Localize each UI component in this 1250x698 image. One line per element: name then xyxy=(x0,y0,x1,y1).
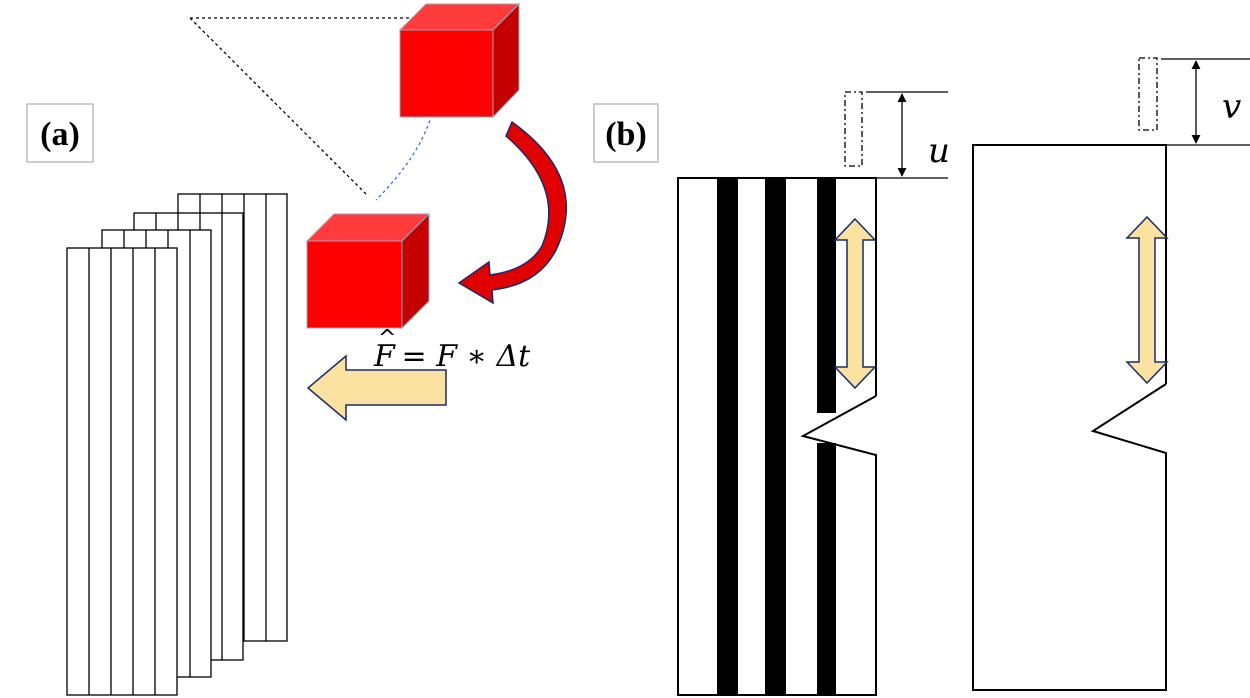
cube-large-front xyxy=(399,29,494,118)
panel-b-label-box xyxy=(593,103,659,163)
formula-hat: ^ xyxy=(378,326,396,351)
panel-b: (b) u v xyxy=(593,57,1250,696)
layer-sheet-1 xyxy=(66,247,178,696)
displacement-v-indicator: v xyxy=(1138,57,1250,146)
double-arrow-vertical-icon xyxy=(1125,215,1169,385)
formula-lhs: F xyxy=(373,339,396,374)
cube-icon xyxy=(398,2,521,119)
cube-icon xyxy=(305,212,431,330)
double-arrow-vertical-icon xyxy=(833,217,877,390)
black-stripe-2 xyxy=(765,178,786,695)
panel-a-label-box xyxy=(26,103,94,163)
displacement-u-label: u xyxy=(928,131,950,171)
panel-b-label: (b) xyxy=(605,116,647,153)
curved-arrow-icon xyxy=(457,120,568,305)
formula-rest: = F ∗ Δt xyxy=(392,339,531,374)
force-impulse-formula: F ^ = F ∗ Δt xyxy=(373,326,531,374)
layer-stack xyxy=(66,193,288,696)
displacement-v-label: v xyxy=(1222,87,1241,127)
black-stripe-1 xyxy=(717,178,738,695)
specimen-right-outline xyxy=(972,144,1167,691)
block-arrow-left-icon xyxy=(306,354,447,422)
black-stripe-3-upper xyxy=(817,178,836,413)
panel-a-label: (a) xyxy=(40,116,80,153)
cube-small-front xyxy=(306,240,403,329)
displacement-u-indicator: u xyxy=(844,91,950,179)
striped-specimen xyxy=(677,177,877,696)
black-stripe-3-lower xyxy=(817,443,836,695)
plain-specimen xyxy=(972,144,1167,691)
panel-a: (a) xyxy=(26,2,568,696)
specimen-left-outline xyxy=(677,177,877,696)
